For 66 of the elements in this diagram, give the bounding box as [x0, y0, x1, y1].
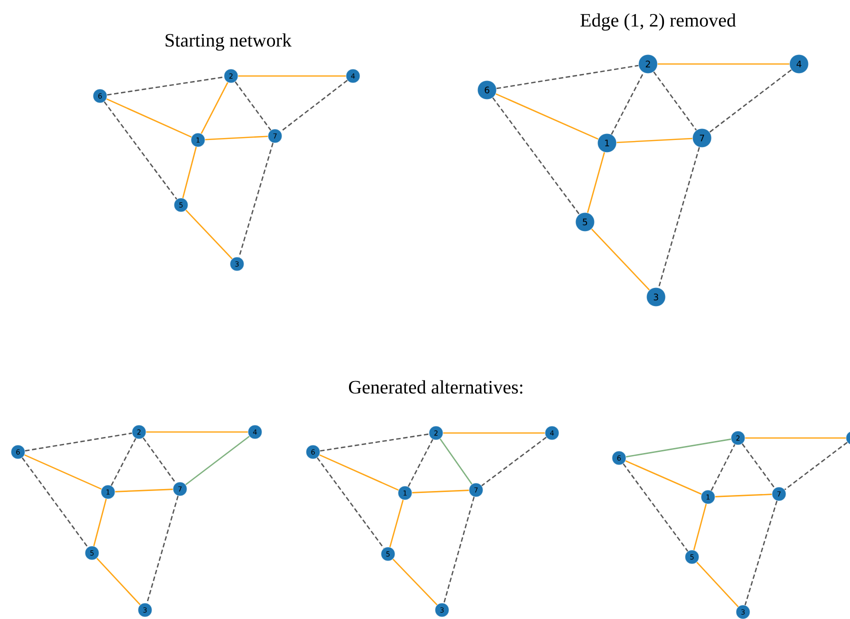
- graph-edge: [408, 439, 434, 487]
- graph-edge: [412, 490, 469, 494]
- graph-edge: [696, 562, 739, 608]
- graph-edge: [106, 98, 192, 138]
- graph-edge: [658, 63, 790, 65]
- graph-edge: [492, 97, 580, 215]
- graph-edge: [625, 460, 702, 495]
- graph-edge: [146, 431, 248, 433]
- graph-edge: [110, 438, 136, 486]
- graph-edge: [591, 228, 650, 290]
- graph-edge: [142, 437, 176, 484]
- graph-edge: [24, 454, 102, 490]
- graph-edge: [319, 454, 399, 491]
- graph-edge: [104, 101, 178, 200]
- graph-edge: [481, 436, 547, 486]
- graph-edge: [626, 438, 732, 458]
- graph-edge: [715, 494, 772, 498]
- graph-edge: [709, 69, 792, 133]
- graph-edge: [658, 147, 700, 288]
- graph-edge: [22, 457, 88, 548]
- panel-heading: Generated alternatives:: [348, 380, 522, 394]
- graph-node: 1: [597, 133, 617, 153]
- graph-node: 2: [638, 54, 658, 74]
- graph-edge: [205, 136, 268, 140]
- graph-edge: [443, 432, 545, 434]
- graph-edge: [238, 142, 274, 258]
- graph-edge: [392, 558, 438, 606]
- graph-node: 5: [575, 212, 595, 232]
- graph-edge: [238, 75, 346, 77]
- graph-edge: [744, 500, 778, 606]
- graph-edge: [496, 93, 598, 140]
- graph-edge: [610, 72, 644, 135]
- graph-edge: [93, 498, 107, 546]
- graph-edge: [96, 558, 141, 606]
- graph-edge: [496, 64, 639, 90]
- graph-edge: [653, 71, 697, 131]
- graph-node: 6: [477, 80, 497, 100]
- graph-edge: [745, 437, 846, 439]
- graph-edge: [622, 463, 688, 552]
- graph-edge: [185, 436, 250, 486]
- panel-heading: Starting network: [166, 33, 292, 51]
- graph-edge: [316, 457, 384, 549]
- graph-edge: [234, 81, 272, 131]
- graph-edge: [443, 496, 475, 604]
- panel-heading: Edge (1, 2) removed: [580, 13, 736, 31]
- graph-edge: [200, 82, 228, 134]
- graph-edge: [742, 443, 776, 489]
- graph-edge: [320, 433, 429, 452]
- graph-edge: [280, 80, 348, 132]
- graph-edge: [146, 496, 179, 604]
- graph-edge: [710, 444, 736, 491]
- graph-edge: [440, 438, 472, 484]
- graph-edge: [389, 500, 404, 548]
- graph-node: 3: [646, 287, 666, 307]
- graph-edge: [182, 146, 197, 198]
- graph-edge: [586, 152, 606, 213]
- graph-edge: [115, 488, 173, 492]
- graph-node: 4: [789, 54, 809, 74]
- graph-edge: [107, 76, 224, 96]
- graph-edge: [186, 210, 233, 260]
- graph-edge: [25, 432, 132, 452]
- graph-edge: [616, 138, 692, 144]
- graph-edge: [693, 504, 707, 550]
- graph-edge: [784, 442, 848, 490]
- graph-node: 7: [692, 128, 712, 148]
- graph-node: [846, 430, 850, 446]
